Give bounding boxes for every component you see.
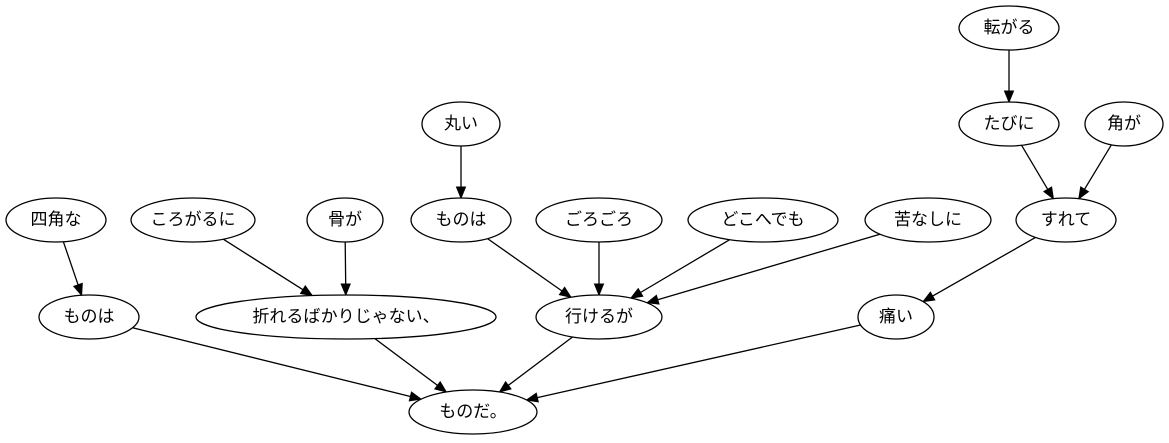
node-ellipse — [1084, 101, 1164, 147]
arrowhead-icon — [433, 380, 448, 393]
node-label: たびに — [984, 114, 1035, 134]
arrowhead-icon — [645, 294, 660, 305]
node-korogaruni: ころがるに — [130, 197, 256, 243]
node-label: ものは — [64, 307, 115, 327]
edge-n_gorogoro-to-n_ikeruga — [593, 242, 605, 297]
arrowhead-icon — [408, 391, 423, 402]
node-label: ものは — [436, 210, 487, 230]
edge-line — [640, 239, 731, 294]
node-label: 転がる — [984, 18, 1035, 38]
edge-n_oreru-to-n_monoda — [374, 338, 448, 393]
node-ellipse — [1015, 197, 1117, 243]
node-ellipse — [535, 197, 663, 243]
node-ellipse — [535, 294, 663, 340]
node-ellipse — [195, 294, 497, 340]
arrowhead-icon — [1043, 186, 1055, 200]
node-label: ものだ。 — [439, 402, 507, 422]
arrowhead-icon — [558, 286, 573, 299]
arrowhead-icon — [1003, 90, 1015, 104]
edge-line — [657, 233, 881, 301]
node-kurushinashini: 苦なしに — [864, 197, 992, 243]
edge-n_korogaru-to-n_tabini — [1003, 50, 1015, 104]
edge-line — [537, 324, 861, 399]
node-label: どこへでも — [721, 210, 804, 230]
edge-n_marui-to-n_mono_wa_mid — [455, 146, 467, 200]
edge-line — [344, 241, 347, 285]
edge-n_mono_wa_left-to-n_monoda — [132, 327, 423, 402]
edge-n_korogaruni-to-n_oreru — [222, 238, 314, 297]
node-monoda: ものだ。 — [408, 389, 538, 435]
edge-n_tabini-to-n_surete — [1021, 144, 1055, 200]
node-label: 丸い — [444, 114, 478, 134]
edge-line — [507, 336, 573, 386]
node-marui: 丸い — [421, 101, 501, 147]
edge-n_kurushinashini-to-n_ikeruga — [645, 233, 881, 305]
edge-n_surete-to-n_itai — [921, 236, 1036, 303]
node-mono-wa-left: ものは — [38, 294, 140, 340]
edge-n_mono_wa_mid-to-n_ikeruga — [487, 238, 573, 299]
edge-line — [487, 238, 563, 292]
arrowhead-icon — [1078, 186, 1090, 200]
node-label: 角が — [1107, 114, 1141, 134]
edge-line — [1083, 144, 1112, 190]
node-korogaru: 転がる — [958, 5, 1060, 51]
arrowhead-icon — [593, 283, 605, 297]
node-ellipse — [958, 101, 1060, 147]
node-surete: すれて — [1015, 197, 1117, 243]
arrowhead-icon — [921, 291, 936, 303]
node-ellipse — [408, 389, 538, 435]
node-label: 四角な — [31, 210, 82, 230]
node-ellipse — [864, 197, 992, 243]
node-label: 骨が — [328, 210, 362, 230]
edge-n_kadoga-to-n_surete — [1078, 144, 1112, 200]
node-shikakuna: 四角な — [5, 197, 107, 243]
edge-n_honega-to-n_oreru — [340, 241, 351, 297]
node-honega: 骨が — [306, 197, 384, 243]
arrowhead-icon — [455, 186, 467, 200]
edge-line — [132, 327, 411, 398]
edge-n_shikakuna-to-n_mono_wa_left — [62, 241, 83, 297]
node-label: 行けるが — [565, 307, 633, 327]
edge-line — [222, 238, 304, 291]
node-ellipse — [38, 294, 140, 340]
node-gorogoro: ごろごろ — [535, 197, 663, 243]
node-ellipse — [857, 294, 935, 340]
node-ellipse — [687, 197, 839, 243]
edge-n_itai-to-n_monoda — [525, 324, 861, 403]
node-kadoga: 角が — [1084, 101, 1164, 147]
node-layer: 転がる丸いたびに角が四角なころがるに骨がものはごろごろどこへでも苦なしにすれても… — [5, 5, 1164, 435]
node-label: ごろごろ — [565, 210, 633, 230]
node-ikeruga: 行けるが — [535, 294, 663, 340]
arrowhead-icon — [340, 283, 351, 297]
node-label: 苦なしに — [894, 210, 962, 230]
node-itai: 痛い — [857, 294, 935, 340]
node-label: 痛い — [879, 307, 913, 327]
node-ellipse — [410, 197, 512, 243]
node-ellipse — [306, 197, 384, 243]
node-ellipse — [421, 101, 501, 147]
edge-line — [932, 236, 1036, 297]
arrowhead-icon — [72, 282, 83, 297]
node-label: すれて — [1041, 210, 1092, 230]
node-ellipse — [958, 5, 1060, 51]
arrowhead-icon — [629, 287, 644, 299]
node-label: 折れるばかりじゃない、 — [252, 307, 439, 327]
node-label: ころがるに — [151, 210, 236, 230]
edge-layer — [62, 50, 1112, 403]
arrowhead-icon — [299, 285, 314, 297]
edge-line — [1021, 144, 1049, 190]
node-oreru: 折れるばかりじゃない、 — [195, 294, 497, 340]
edge-n_ikeruga-to-n_monoda — [498, 336, 573, 393]
node-ellipse — [130, 197, 256, 243]
edge-n_dokohedemo-to-n_ikeruga — [629, 239, 731, 299]
edge-line — [374, 338, 438, 386]
edge-line — [62, 241, 79, 286]
node-tabini: たびに — [958, 101, 1060, 147]
arrowhead-icon — [498, 380, 512, 393]
node-mono-wa-mid: ものは — [410, 197, 512, 243]
arrowhead-icon — [525, 392, 539, 403]
node-ellipse — [5, 197, 107, 243]
node-dokohedemo: どこへでも — [687, 197, 839, 243]
